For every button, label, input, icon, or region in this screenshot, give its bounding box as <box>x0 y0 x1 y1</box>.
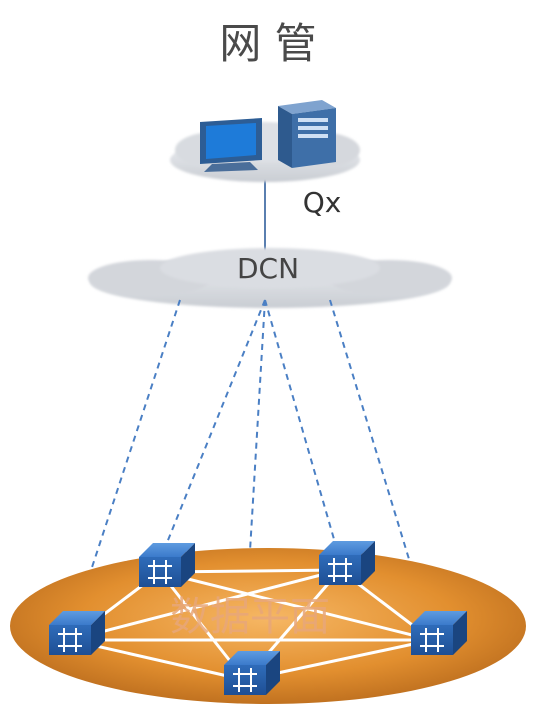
dcn-cloud-icon <box>88 248 452 308</box>
dashed-link <box>329 299 431 629</box>
network-switch-icon <box>49 611 105 655</box>
network-switch-icon <box>319 541 375 585</box>
monitor-icon <box>200 118 262 172</box>
network-switch-icon <box>224 651 280 695</box>
network-devices <box>49 541 467 695</box>
network-switch-icon <box>139 543 195 587</box>
dashed-link <box>264 299 341 561</box>
server-icon <box>278 100 336 168</box>
dcn-label: DCN <box>237 252 299 285</box>
dashed-link <box>159 299 266 561</box>
data-plane-label: 数据平面 <box>170 594 330 640</box>
network-switch-icon <box>411 611 467 655</box>
page-title: 网 管 <box>219 19 316 68</box>
nms-label: Qx <box>303 186 342 219</box>
